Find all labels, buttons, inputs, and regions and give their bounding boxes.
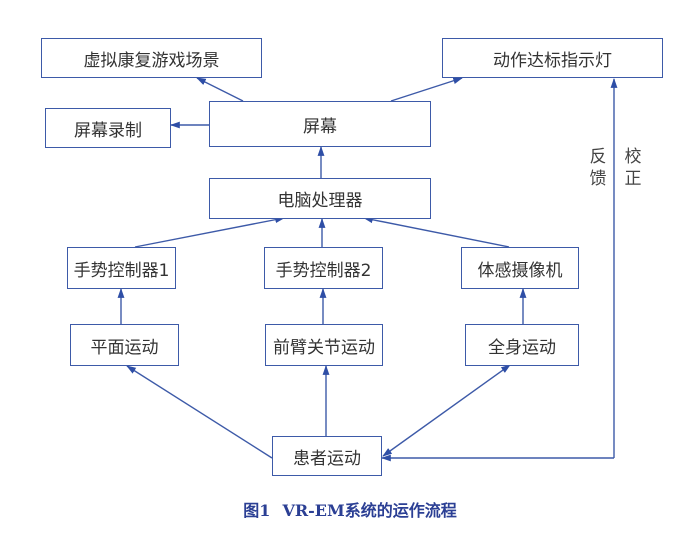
node-indicator-light: 动作达标指示灯 — [442, 38, 663, 78]
edge-camera-to-processor — [363, 216, 510, 248]
node-screen-recording: 屏幕录制 — [45, 108, 171, 148]
edge-wholebody-to-patient — [382, 364, 511, 457]
label-feedback: 反馈 — [589, 147, 607, 189]
edge-screen-to-vr-scene — [196, 77, 244, 102]
node-forearm-joint-motion: 前臂关节运动 — [265, 324, 383, 366]
figure-title: VR-EM系统的运作流程 — [282, 501, 457, 520]
figure-number: 图1 — [243, 501, 271, 520]
label-correction: 校正 — [624, 147, 642, 189]
node-gesture-controller-2: 手势控制器2 — [264, 247, 383, 289]
edge-patient-to-planar — [126, 365, 273, 459]
node-patient-motion: 患者运动 — [272, 436, 382, 476]
figure-caption: 图1 VR-EM系统的运作流程 — [0, 497, 700, 521]
node-motion-camera: 体感摄像机 — [461, 247, 579, 289]
node-computer-processor: 电脑处理器 — [209, 178, 431, 219]
node-whole-body-motion: 全身运动 — [465, 324, 579, 366]
node-vr-scene: 虚拟康复游戏场景 — [41, 38, 262, 78]
edge-screen-to-indicator — [390, 77, 463, 102]
edge-gc1-to-processor — [134, 216, 285, 248]
node-screen: 屏幕 — [209, 101, 431, 147]
node-gesture-controller-1: 手势控制器1 — [67, 247, 176, 289]
node-planar-motion: 平面运动 — [70, 324, 179, 366]
